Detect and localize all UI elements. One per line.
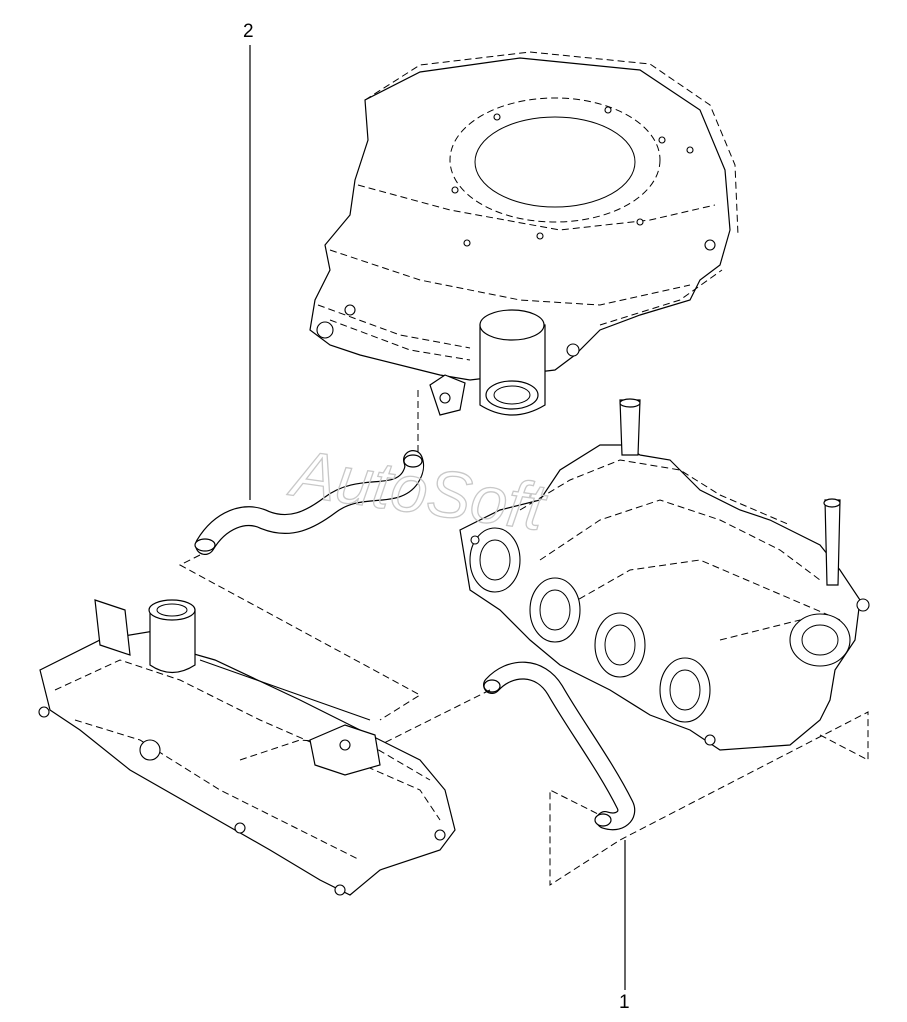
air-filter-housing	[309, 51, 739, 416]
callout-2-label: 2	[243, 21, 254, 42]
valve-cover	[38, 599, 456, 896]
assembly-line-hose2-to-cover	[178, 554, 421, 721]
hose-part-2	[194, 450, 425, 555]
intake-manifold	[459, 398, 870, 751]
autosoft-watermark: AutoSoft	[284, 435, 552, 544]
assembly-line-hose1-to-cover	[379, 689, 491, 746]
callout-2: 2	[243, 21, 254, 500]
callout-1: 1	[619, 840, 630, 1013]
callout-1-label: 1	[619, 992, 630, 1013]
hose-part-1	[483, 661, 636, 831]
